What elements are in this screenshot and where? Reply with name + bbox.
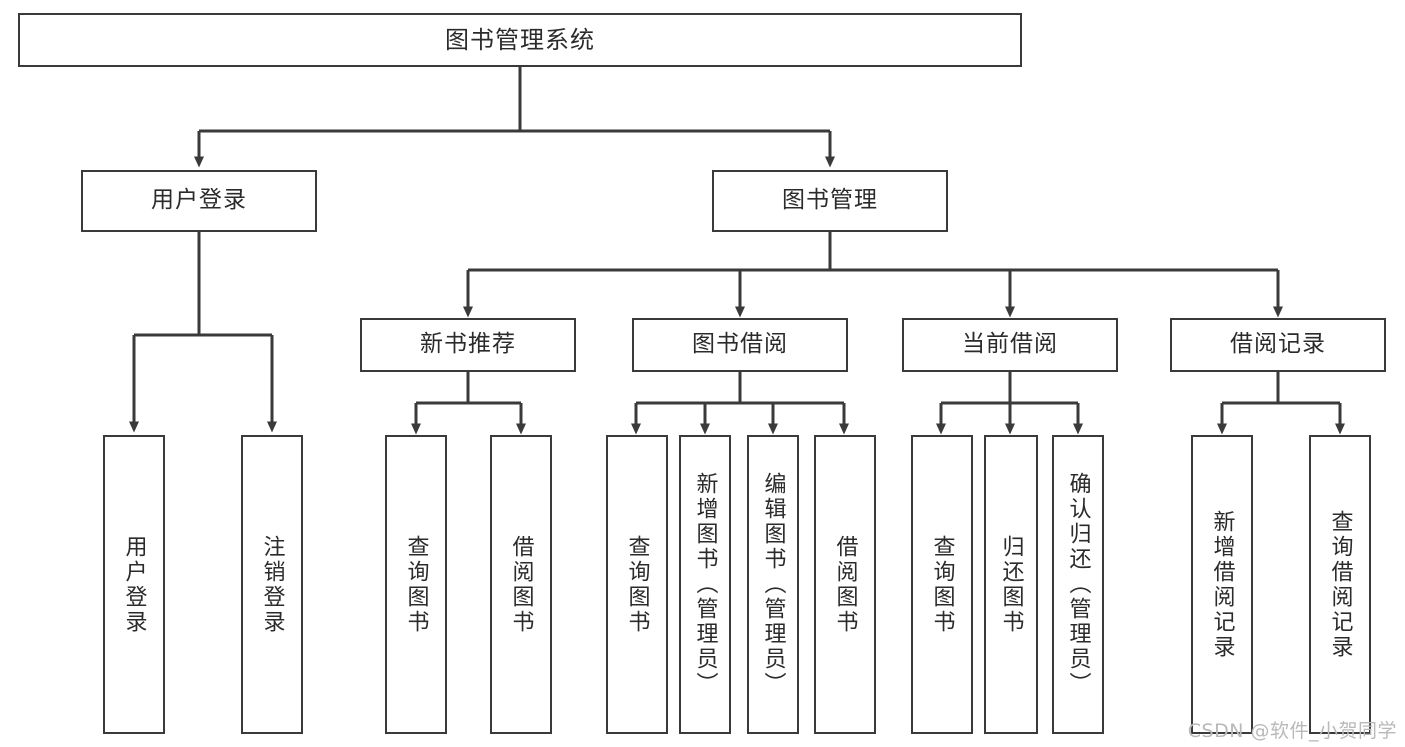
- leaf-recommend-borrow-book[interactable]: 借阅图书: [490, 435, 552, 734]
- leaf-add-borrow-record[interactable]: 新增借阅记录: [1191, 435, 1253, 734]
- leaf-borrow-query-book[interactable]: 查询图书: [606, 435, 668, 734]
- leaf-query-borrow-record-label: 查询借阅记录: [1327, 509, 1353, 660]
- node-root-system[interactable]: 图书管理系统: [18, 13, 1022, 67]
- node-borrow-record-label: 借阅记录: [1230, 331, 1326, 358]
- leaf-add-book-admin-label: 新增图书（管理员）: [692, 472, 718, 697]
- node-current-borrow[interactable]: 当前借阅: [902, 318, 1118, 372]
- leaf-edit-book-admin-label: 编辑图书（管理员）: [760, 472, 786, 697]
- node-book-borrow-label: 图书借阅: [692, 331, 788, 358]
- leaf-recommend-borrow-book-label: 借阅图书: [508, 534, 534, 635]
- node-book-management-label: 图书管理: [782, 187, 878, 214]
- leaf-logout[interactable]: 注销登录: [241, 435, 303, 734]
- node-book-borrow[interactable]: 图书借阅: [632, 318, 848, 372]
- leaf-user-login[interactable]: 用户登录: [103, 435, 165, 734]
- leaf-add-borrow-record-label: 新增借阅记录: [1209, 509, 1235, 660]
- leaf-confirm-return-admin[interactable]: 确认归还（管理员）: [1052, 435, 1104, 734]
- leaf-borrow-query-book-label: 查询图书: [624, 534, 650, 635]
- leaf-logout-label: 注销登录: [259, 534, 285, 635]
- node-book-management[interactable]: 图书管理: [712, 170, 948, 232]
- leaf-return-book[interactable]: 归还图书: [984, 435, 1038, 734]
- leaf-recommend-query-book[interactable]: 查询图书: [385, 435, 447, 734]
- node-user-login[interactable]: 用户登录: [81, 170, 317, 232]
- leaf-confirm-return-admin-label: 确认归还（管理员）: [1065, 472, 1091, 697]
- node-new-book-recommend-label: 新书推荐: [420, 331, 516, 358]
- csdn-watermark: CSDN @软件_小贺同学: [1187, 720, 1397, 742]
- leaf-current-query-book-label: 查询图书: [929, 534, 955, 635]
- leaf-recommend-query-book-label: 查询图书: [403, 534, 429, 635]
- leaf-edit-book-admin[interactable]: 编辑图书（管理员）: [747, 435, 799, 734]
- leaf-add-book-admin[interactable]: 新增图书（管理员）: [679, 435, 731, 734]
- node-root-label: 图书管理系统: [445, 25, 595, 54]
- node-user-login-label: 用户登录: [151, 187, 247, 214]
- node-new-book-recommend[interactable]: 新书推荐: [360, 318, 576, 372]
- leaf-borrow-book-label: 借阅图书: [832, 534, 858, 635]
- node-current-borrow-label: 当前借阅: [962, 331, 1058, 358]
- leaf-return-book-label: 归还图书: [998, 534, 1024, 635]
- leaf-query-borrow-record[interactable]: 查询借阅记录: [1309, 435, 1371, 734]
- leaf-user-login-label: 用户登录: [121, 534, 147, 635]
- leaf-current-query-book[interactable]: 查询图书: [911, 435, 973, 734]
- node-borrow-record[interactable]: 借阅记录: [1170, 318, 1386, 372]
- leaf-borrow-book[interactable]: 借阅图书: [814, 435, 876, 734]
